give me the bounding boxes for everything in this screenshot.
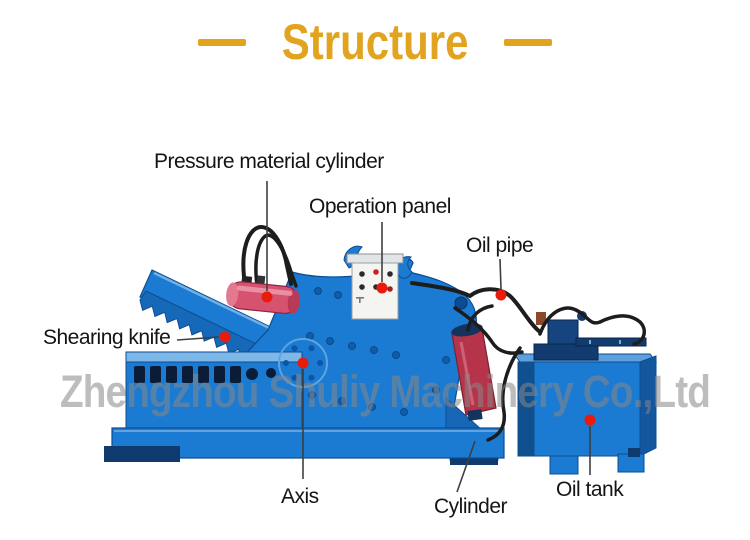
operation-panel bbox=[346, 253, 404, 320]
pointer-line-shearing-knife bbox=[176, 336, 220, 341]
label-operation-panel: Operation panel bbox=[309, 195, 451, 218]
marker-dot-axis bbox=[297, 357, 309, 369]
bed-box bbox=[125, 351, 303, 431]
label-pressure-material-cylinder: Pressure material cylinder bbox=[154, 150, 384, 173]
label-cylinder: Cylinder bbox=[434, 495, 508, 518]
title-dash-right bbox=[504, 38, 553, 46]
pointer-line-cylinder bbox=[456, 440, 476, 493]
marker-dots bbox=[219, 282, 596, 426]
watermark-text: Zhengzhou Shuliy Machinery Co.,Ltd bbox=[60, 366, 710, 417]
label-oil-pipe: Oil pipe bbox=[466, 234, 534, 257]
machine-base bbox=[104, 427, 505, 462]
pointer-lines bbox=[176, 181, 591, 493]
pump-unit bbox=[533, 311, 647, 361]
title-dash-left bbox=[197, 38, 246, 46]
pointer-line-oil-pipe bbox=[499, 258, 502, 290]
oil-tank bbox=[513, 353, 657, 475]
bed-slots bbox=[134, 366, 276, 383]
label-axis: Axis bbox=[281, 485, 319, 508]
marker-dot-shearing-knife bbox=[219, 331, 231, 343]
oil-pipes bbox=[241, 224, 646, 442]
page-title-row: Structure bbox=[0, 16, 750, 68]
marker-dot-operation-panel bbox=[376, 282, 388, 294]
marker-dot-pressure-cylinder bbox=[261, 291, 273, 303]
marker-dot-oil-pipe bbox=[495, 289, 507, 301]
main-cylinder bbox=[451, 323, 497, 421]
label-oil-tank: Oil tank bbox=[556, 478, 624, 501]
marker-dot-oil-tank bbox=[584, 414, 596, 426]
page-title: Structure bbox=[281, 14, 469, 70]
label-shearing-knife: Shearing knife bbox=[43, 326, 171, 349]
tank-leg-left bbox=[549, 455, 579, 475]
